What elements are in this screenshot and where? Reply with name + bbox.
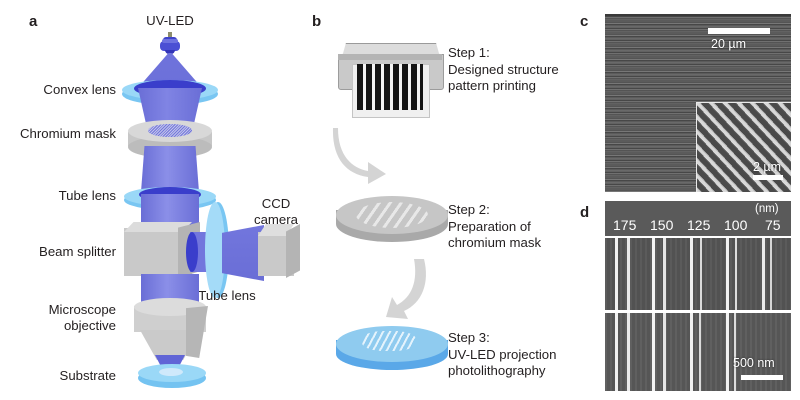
panel-d-letter: d [580,204,590,221]
label-uv-led: UV-LED [146,13,194,28]
panel-d-unit: (nm) [755,203,779,215]
scalebar-500nm [741,375,783,380]
beam-sidelens-to-ccd [222,225,264,281]
panel-b-letter: b [312,13,322,30]
step-2-title: Step 2: [448,202,490,217]
label-substrate: Substrate [59,368,116,383]
scalebar-2um-label: 2 µm [753,160,782,174]
scalebar-2um [753,175,783,180]
step-3-title: Step 3: [448,330,490,345]
linewidth-label-125: 125 [687,217,711,233]
scalebar-20um-label: 20 µm [711,37,746,51]
sem-image-grating: 20 µm 2 µm [605,14,791,192]
step-1-title: Step 1: [448,45,490,60]
sem-row-bottom: 500 nm [605,313,791,391]
label-tube-lens-side: Tube lens [198,288,256,303]
arrow-step2-to-step3 [386,259,426,319]
linewidth-label-175: 175 [613,217,637,233]
label-ccd-camera: CCD camera [254,196,298,227]
panel-c-letter: c [580,13,589,30]
label-microscope-objective: Microscope objective [48,302,116,333]
label-beam-splitter: Beam splitter [39,244,116,259]
step-2-body: Preparation of chromium mask [448,219,542,250]
beam-side-ellipse [186,232,198,272]
sem-inset-grating: 2 µm [696,102,791,192]
sem-row-top [605,238,791,310]
label-chromium-mask: Chromium mask [20,126,116,141]
linewidth-label-100: 100 [724,217,748,233]
panel-a-letter: a [29,13,38,30]
step-3-body: UV-LED projection photolithography [448,347,557,378]
linewidth-label-150: 150 [650,217,674,233]
beam-mask-to-tubelens [141,146,199,192]
panel-d-header: (nm) 175 150 125 100 75 [605,201,791,236]
label-tube-lens-top: Tube lens [58,188,116,203]
linewidth-label-75: 75 [765,217,781,233]
arrow-step1-to-step2 [332,128,386,184]
scalebar-500nm-label: 500 nm [733,356,775,370]
scalebar-20um [708,28,770,34]
label-convex-lens: Convex lens [43,82,116,97]
step-1-body: Designed structure pattern printing [448,62,559,93]
